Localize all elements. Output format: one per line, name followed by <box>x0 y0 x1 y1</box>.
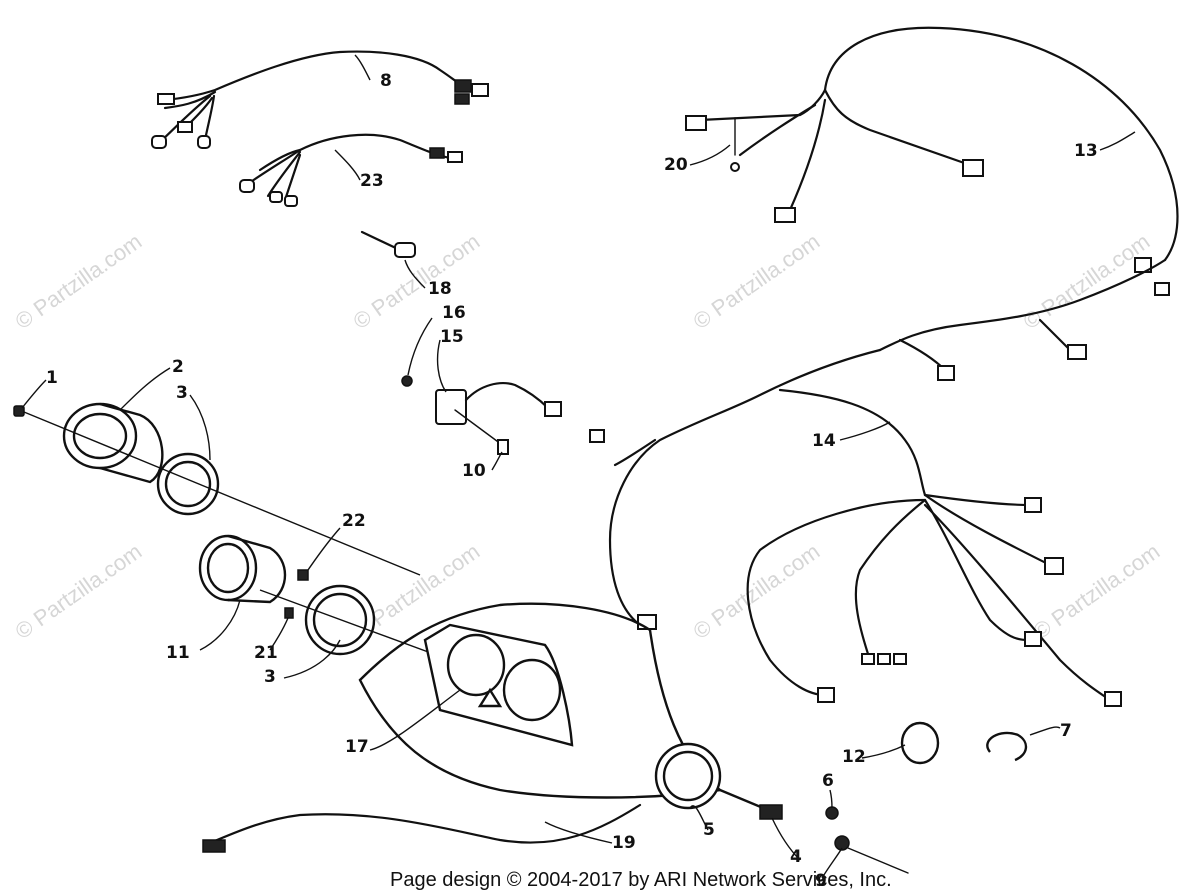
callout-19: 19 <box>612 833 636 853</box>
harness-8 <box>151 50 489 149</box>
switch-assembly <box>719 788 909 874</box>
callout-18: 18 <box>428 279 452 299</box>
callout-11: 11 <box>166 643 190 663</box>
watermark: © Partzilla.com <box>689 229 825 335</box>
callout-15: 15 <box>440 327 464 347</box>
console-17 <box>358 602 724 799</box>
callout-21: 21 <box>254 643 278 663</box>
harness-23 <box>239 133 463 207</box>
callout-3: 3 <box>264 667 276 687</box>
callout-13: 13 <box>1074 141 1098 161</box>
callouts: 1 2 3 3 4 5 6 7 8 9 10 11 12 13 14 15 16 <box>21 54 1136 891</box>
ring-5 <box>654 742 722 810</box>
watermark: © Partzilla.com <box>11 229 147 335</box>
callout-20: 20 <box>664 155 688 175</box>
callout-23: 23 <box>360 171 384 191</box>
wire-19 <box>202 803 642 853</box>
watermarks: © Partzilla.com © Partzilla.com © Partzi… <box>11 229 1165 645</box>
callout-4: 4 <box>790 847 802 867</box>
callout-5: 5 <box>703 820 715 840</box>
callout-14: 14 <box>812 431 836 451</box>
callout-2: 2 <box>172 357 184 377</box>
connector-18 <box>360 230 416 258</box>
harness-14 <box>589 348 1122 707</box>
callout-22: 22 <box>342 511 366 531</box>
gauge-11 <box>198 534 451 661</box>
callout-16: 16 <box>442 303 466 323</box>
callout-10: 10 <box>462 461 486 481</box>
callout-9: 9 <box>815 871 827 891</box>
callout-17: 17 <box>345 737 369 757</box>
clip-7 <box>986 731 1028 762</box>
watermark: © Partzilla.com <box>1029 539 1165 645</box>
watermark: © Partzilla.com <box>1019 229 1155 335</box>
callout-3: 3 <box>176 383 188 403</box>
watermark: © Partzilla.com <box>11 539 147 645</box>
callout-1: 1 <box>46 368 58 388</box>
ring-12 <box>900 721 940 765</box>
callout-12: 12 <box>842 747 866 767</box>
callout-6: 6 <box>822 771 834 791</box>
copyright-footer: Page design © 2004-2017 by ARI Network S… <box>390 869 892 891</box>
bracket-assembly <box>401 375 562 455</box>
callout-8: 8 <box>380 71 392 91</box>
harness-13 <box>685 26 1179 381</box>
gauge-2 <box>13 402 421 576</box>
callout-7: 7 <box>1060 721 1072 741</box>
